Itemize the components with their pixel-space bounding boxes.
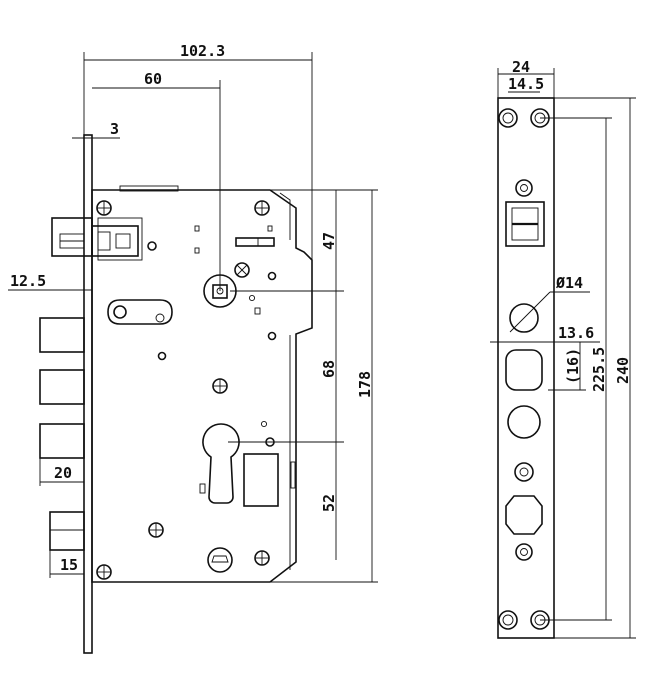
deadbolt-1	[39, 317, 85, 353]
front-faceplate	[497, 97, 555, 639]
dim-latch-throw: 15	[60, 556, 78, 574]
dim-faceplate-thickness: 3	[110, 120, 119, 138]
dim-overall-width: 102.3	[180, 42, 225, 60]
deadbolt-2	[39, 369, 85, 405]
case-top-tab	[119, 185, 179, 192]
thumb-turn	[207, 547, 233, 573]
dim-latch-offset: 12.5	[10, 272, 46, 290]
slot-arm	[107, 299, 173, 325]
cylinder-cutout	[202, 423, 240, 504]
front-view: Ø14 24 14.5 13.6 (16) 225.5 240	[490, 58, 636, 639]
dim-height-upper: 47	[320, 232, 338, 250]
front-hole-large	[509, 303, 539, 333]
dim-backset: 60	[144, 70, 162, 88]
side-view: 102.3 60 3 12.5 47 68 52 178 20	[8, 42, 378, 654]
cylinder-slot	[243, 453, 279, 507]
front-deadbolt-1	[505, 349, 543, 391]
side-faceplate	[83, 134, 93, 654]
dim-plate-length: 240	[614, 357, 632, 384]
lever-bar	[235, 237, 275, 247]
dim-hole-offset: 13.6	[558, 324, 594, 342]
latch-bolt	[51, 217, 93, 257]
dim-hole-spacing: 14.5	[508, 75, 544, 93]
dim-height-middle: 68	[320, 360, 338, 378]
dim-height-lower: 52	[320, 494, 338, 512]
deadbolt-4	[49, 511, 85, 551]
dim-hole-diameter: Ø14	[555, 274, 583, 292]
front-latch	[505, 201, 545, 247]
dim-screw-spacing: 225.5	[590, 347, 608, 392]
lock-case-outline	[91, 189, 313, 583]
dim-case-height: 178	[356, 371, 374, 398]
front-deadbolt-3	[505, 495, 543, 535]
deadbolt-3	[39, 423, 85, 459]
case-screws	[96, 200, 270, 580]
dim-inner-spacing: (16)	[564, 348, 582, 384]
latch-spindle-block	[97, 217, 143, 261]
dim-plate-width: 24	[512, 58, 530, 76]
dim-deadbolt-throw: 20	[54, 464, 72, 482]
front-deadbolt-2	[507, 405, 541, 439]
